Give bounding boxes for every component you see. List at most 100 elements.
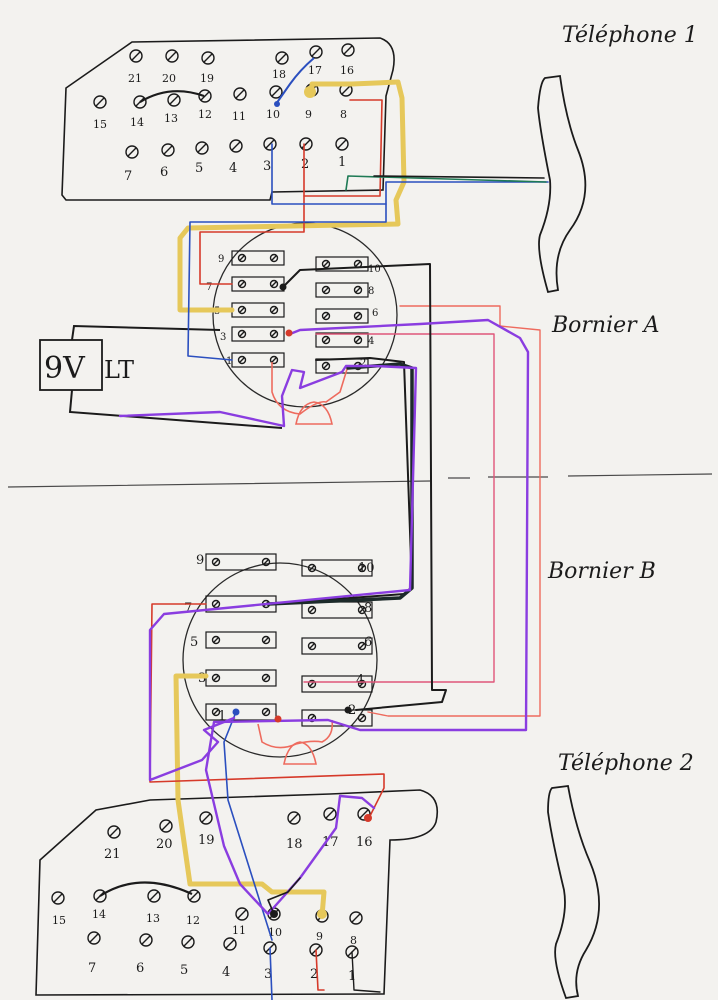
t2-screw-17 (323, 807, 337, 821)
wire-blue-b2 (269, 947, 273, 1000)
battery-lead-bottom (68, 389, 283, 429)
telephone-1-title: Téléphone 1 (562, 23, 698, 48)
bornier-a-bell-icon (295, 401, 333, 425)
bB-strip-right-screw-b-1 (357, 605, 367, 615)
t2-screw-20 (159, 819, 173, 833)
bA-dot-3 (285, 329, 293, 337)
t1-screw-7 (125, 145, 139, 159)
t2-label-20: 20 (156, 837, 173, 852)
bornier-a-bell-loop (271, 362, 349, 415)
bornier-b-title: Bornier B (547, 559, 656, 584)
t2-screw-5 (181, 935, 195, 949)
wire-purple-a (118, 364, 418, 782)
t2-label-3: 3 (264, 967, 272, 982)
t1-screw-4 (229, 139, 243, 153)
bB-strip-left-screw-a-3 (211, 673, 221, 683)
t1-screw-20 (165, 49, 179, 63)
t1-screw-17 (309, 45, 323, 59)
t1-label-3: 3 (263, 159, 271, 174)
t2-label-11: 11 (232, 924, 246, 937)
bA-pin-3: 3 (220, 332, 226, 343)
bB-strip-left-2 (205, 631, 277, 649)
bA-strip-left-0 (231, 250, 285, 266)
t2-label-13: 13 (146, 912, 160, 925)
wire-dark-t1 (373, 175, 545, 179)
telephone-1: Téléphone 1 21 20 19 18 17 16 15 14 13 1… (61, 23, 698, 294)
bA-strip-left-screw-a-2 (237, 305, 247, 315)
telephone-1-body (61, 37, 395, 201)
wire-yellow-t2 (173, 673, 327, 919)
t2-screw-15 (51, 891, 65, 905)
bB-pin-8: 8 (364, 601, 372, 616)
wire-green-t1 (345, 175, 547, 191)
bA-strip-right-screw-a-3 (321, 335, 331, 345)
bB-strip-left-screw-b-3 (261, 673, 271, 683)
telephone-2-body (35, 789, 439, 996)
bB-pin-9: 9 (196, 553, 204, 568)
bB-strip-right-2 (301, 637, 373, 655)
battery-unit: LT (104, 356, 134, 384)
t1-screw-3 (263, 137, 277, 151)
bA-strip-left-screw-a-1 (237, 279, 247, 289)
t1-label-20: 20 (162, 72, 176, 85)
t2-screw-12 (187, 889, 201, 903)
t1-screw-11 (233, 87, 247, 101)
t2-screw-18 (287, 811, 301, 825)
telephone-1-terminals (93, 43, 355, 159)
bA-strip-left-1 (231, 276, 285, 292)
bB-strip-left-screw-a-0 (211, 557, 221, 567)
t1-label-21: 21 (128, 72, 142, 85)
t2-label-12: 12 (186, 914, 200, 927)
bB-strip-left-screw-b-2 (261, 635, 271, 645)
t2-dot-16 (364, 814, 372, 822)
bB-strip-right-screw-a-2 (307, 641, 317, 651)
bB-strip-left-screw-a-1 (211, 599, 221, 609)
t1-label-11: 11 (232, 110, 246, 123)
bB-strip-right-screw-a-0 (307, 563, 317, 573)
telephone-2-top-labels: 21 20 19 18 17 16 (104, 833, 373, 862)
bA-strip-right-screw-a-4 (321, 361, 331, 371)
bB-pin-7: 7 (184, 601, 192, 616)
handset-2-icon (547, 785, 600, 1000)
t2-screw-21 (107, 825, 121, 839)
t2-screw-13 (147, 889, 161, 903)
t2-screw-8 (349, 911, 363, 925)
bB-strip-left-4 (205, 703, 277, 721)
t2-screw-19 (199, 811, 213, 825)
bB-dot-2 (344, 706, 352, 714)
bB-pin-1: 1 (218, 709, 226, 724)
bA-pin-9: 9 (218, 254, 224, 265)
t1-label-2: 2 (301, 157, 309, 172)
bA-strip-left-screw-a-4 (237, 355, 247, 365)
wire-blue-a (187, 203, 387, 361)
bA-strip-left-2 (231, 302, 285, 318)
bA-pin-1: 1 (226, 356, 232, 367)
bB-dot-1-left (232, 708, 240, 716)
t2-label-14: 14 (92, 908, 106, 921)
battery-value: 9V (44, 351, 86, 386)
telephone-1-top-labels: 21 20 19 18 17 16 (128, 64, 354, 85)
bA-strip-left-screw-b-3 (269, 329, 279, 339)
t1-screw-18 (275, 51, 289, 65)
t1-screw-16 (341, 43, 355, 57)
bA-strip-left-4 (231, 352, 285, 368)
bornier-b: Bornier B 9 7 5 3 1 10 8 6 4 2 (182, 553, 656, 765)
t1-screw-1 (335, 137, 349, 151)
bornier-b-bell-loop (257, 719, 334, 749)
bB-strip-right-screw-a-1 (307, 605, 317, 615)
t1-screw-15 (93, 95, 107, 109)
bornier-a-title: Bornier A (551, 313, 660, 338)
wire-pink (303, 333, 495, 683)
t2-screw-16 (357, 807, 371, 821)
wire-blue-t2 (223, 711, 273, 941)
t2-label-6: 6 (136, 961, 144, 976)
bA-strip-right-screw-b-1 (353, 285, 363, 295)
wire-yellow-t1 (177, 79, 407, 313)
t1-label-5: 5 (195, 161, 203, 176)
bA-strip-right-0 (315, 256, 369, 272)
bA-pin-2: 2 (360, 358, 366, 369)
wire-purple-b (204, 318, 530, 916)
bA-dot-7 (279, 283, 287, 291)
t1-screw-12 (198, 89, 212, 103)
